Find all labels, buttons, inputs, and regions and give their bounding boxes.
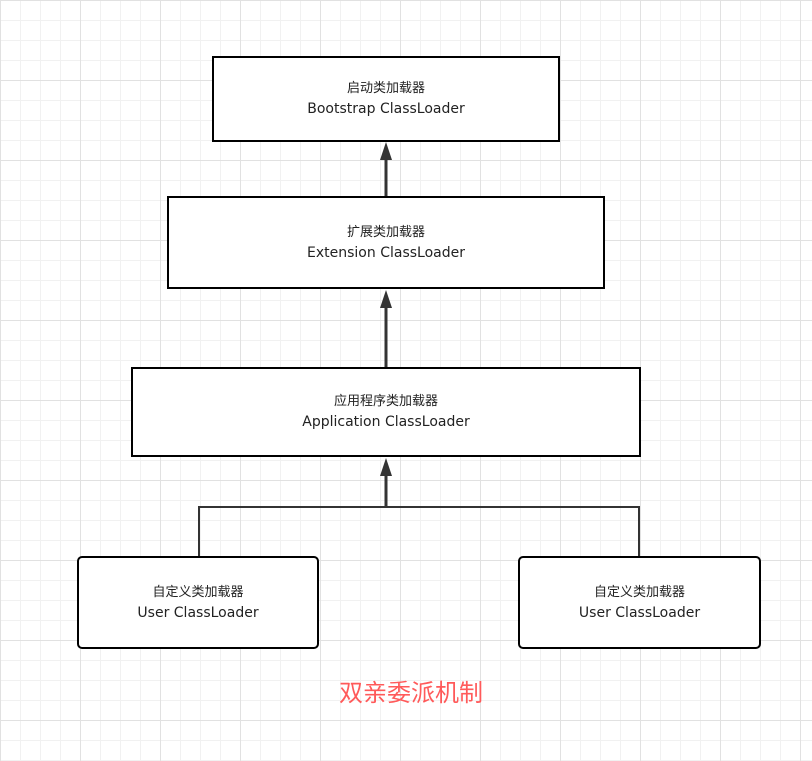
connector-user-left <box>198 506 386 556</box>
user-right-label-en: User ClassLoader <box>578 604 701 621</box>
extension-classloader-node: 扩展类加载器 Extension ClassLoader <box>167 196 605 289</box>
extension-label-zh: 扩展类加载器 <box>346 224 425 240</box>
arrowhead-bootstrap <box>380 142 392 160</box>
user-right-label-zh: 自定义类加载器 <box>593 584 685 600</box>
user-classloader-node-left: 自定义类加载器 User ClassLoader <box>77 556 319 649</box>
bootstrap-classloader-node: 启动类加载器 Bootstrap ClassLoader <box>212 56 560 142</box>
arrowhead-extension <box>380 290 392 308</box>
bootstrap-label-en: Bootstrap ClassLoader <box>307 101 465 117</box>
extension-label-en: Extension ClassLoader <box>307 244 465 261</box>
application-label-zh: 应用程序类加载器 <box>333 394 438 409</box>
user-classloader-node-right: 自定义类加载器 User ClassLoader <box>518 556 761 649</box>
diagram-caption: 双亲委派机制 <box>339 679 483 707</box>
application-label-en: Application ClassLoader <box>302 414 470 430</box>
user-left-label-zh: 自定义类加载器 <box>152 584 244 600</box>
arrowhead-application <box>380 458 392 476</box>
connector-user-right <box>386 506 640 556</box>
user-left-label-en: User ClassLoader <box>137 604 259 621</box>
application-classloader-node: 应用程序类加载器 Application ClassLoader <box>131 367 641 457</box>
bootstrap-label-zh: 启动类加载器 <box>346 81 425 96</box>
